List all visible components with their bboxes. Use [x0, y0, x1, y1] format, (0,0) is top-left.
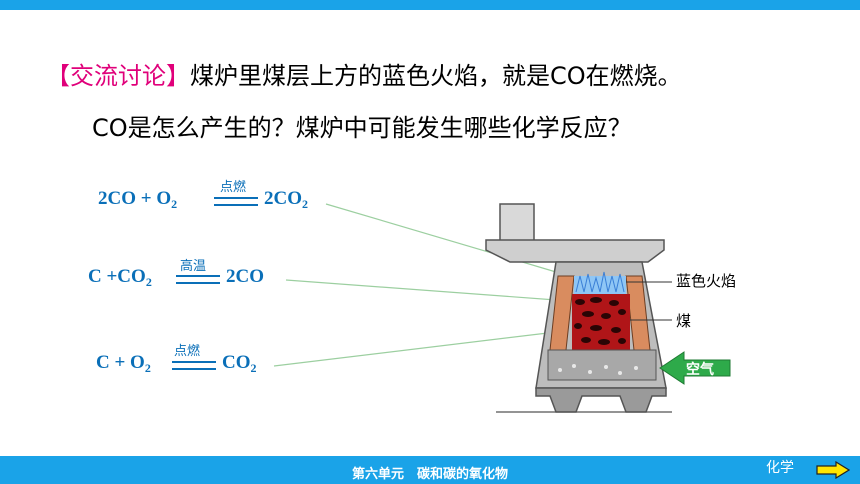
- coal-lumps: [574, 297, 626, 345]
- top-bar: [0, 0, 860, 10]
- footer-subject: 化学: [766, 460, 794, 476]
- bottom-bar: [0, 456, 860, 484]
- equation-1: 2CO + O2: [98, 188, 177, 212]
- equation-2-right: 2CO: [226, 266, 264, 287]
- equation-3-sign: [172, 361, 216, 370]
- arrow-right-icon[interactable]: [816, 461, 850, 479]
- equation-1-left-sub: 2: [171, 197, 178, 211]
- air-arrow: [659, 351, 731, 385]
- equation-3-right: CO: [222, 352, 251, 373]
- equation-2-condition: 高温: [180, 259, 207, 274]
- discussion-statement: 煤炉里煤层上方的蓝色火焰，就是CO在燃烧。: [190, 62, 682, 90]
- label-coal: 煤: [676, 312, 692, 330]
- stove-chimney: [499, 203, 535, 243]
- equation-1-left: 2CO + O: [98, 188, 172, 209]
- equation-1-right-wrap: 2CO2: [264, 188, 308, 212]
- label-flame: 蓝色火焰: [676, 272, 737, 290]
- discussion-question: CO是怎么产生的？煤炉中可能发生哪些化学反应？: [92, 114, 632, 142]
- pointer-line-3: [273, 331, 557, 367]
- footer-unit: 第六单元 碳和碳的氧化物: [351, 467, 508, 482]
- stove-base: [535, 387, 667, 413]
- equation-1-sign: [214, 197, 258, 206]
- equation-3-left: C + O: [96, 352, 145, 373]
- discussion-tag: 【交流讨论】: [46, 62, 190, 90]
- equation-1-right: 2CO: [264, 188, 302, 209]
- discussion-line: 【交流讨论】煤炉里煤层上方的蓝色火焰，就是CO在燃烧。: [46, 56, 682, 91]
- ash-chamber: [547, 349, 657, 381]
- equation-2-sign: [176, 275, 220, 284]
- equation-3-condition: 点燃: [174, 344, 201, 359]
- equation-3: C + O2: [96, 352, 151, 376]
- equation-2: C +CO2: [88, 266, 152, 290]
- equation-1-condition: 点燃: [220, 180, 247, 195]
- equation-2-left-sub: 2: [145, 275, 152, 289]
- pointer-line-2: [285, 279, 557, 301]
- equation-3-left-sub: 2: [144, 361, 151, 375]
- equation-3-right-sub: 2: [250, 361, 257, 375]
- equation-1-right-sub: 2: [302, 197, 308, 211]
- flame-strokes: [575, 271, 625, 293]
- label-air: 空气: [686, 362, 714, 378]
- equation-3-right-wrap: CO2: [222, 352, 257, 376]
- stove-top-plate: [485, 239, 665, 263]
- equation-2-left: C +CO: [88, 266, 146, 287]
- ash-specks: [558, 364, 638, 375]
